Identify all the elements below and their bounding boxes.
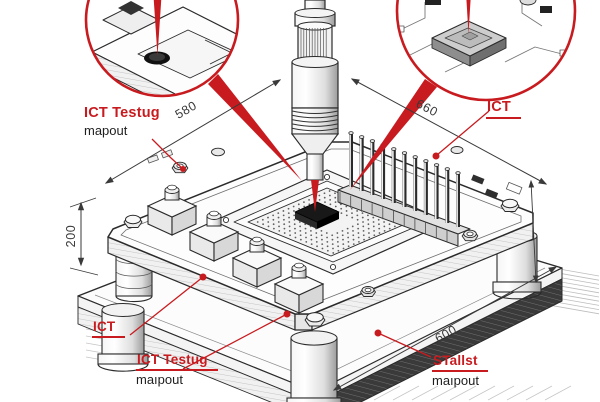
ribbed-rings <box>291 110 339 132</box>
dome-rivet <box>211 147 225 157</box>
label-ict-upper-right: ICT <box>486 98 521 120</box>
leader-dot <box>374 329 382 337</box>
magnified-needle <box>465 0 472 34</box>
label-subtitle: maıpout <box>432 373 479 389</box>
dut-chip <box>294 201 340 223</box>
label-subtitle: maıpout <box>136 372 183 388</box>
edge-clamps <box>146 184 325 314</box>
label-title: ICT <box>92 319 126 339</box>
test-probe <box>290 0 340 212</box>
label-leader-lines <box>129 110 490 370</box>
label-ict-lower-left: ICT <box>92 318 126 339</box>
detail-callout-right <box>395 0 577 102</box>
dome-rivet <box>450 146 464 154</box>
detail-callout-left <box>84 0 240 98</box>
label-subtitle: mapout <box>84 122 128 138</box>
dimension-200: 200 <box>64 224 78 248</box>
leader-dot <box>180 166 186 172</box>
dut-chip <box>295 212 317 229</box>
label-title: STallst <box>432 353 488 373</box>
label-stallst: STallst maıpout <box>432 352 488 389</box>
label-title: ICT Testug <box>136 352 218 372</box>
test-socket-pcb <box>211 169 449 275</box>
label-ict-testug-lower: ICT Testug maıpout <box>136 351 218 388</box>
label-title: ICT <box>486 99 521 120</box>
leader-dot <box>199 273 207 281</box>
label-ict-testug-upper: ICT Testug mapout <box>84 104 160 138</box>
callout-pointer-left <box>208 74 302 181</box>
magnified-needle <box>153 0 162 56</box>
dut-chip <box>317 212 339 229</box>
label-title: ICT Testug <box>84 105 160 121</box>
dimension-lines <box>69 78 558 391</box>
probe-needle-tip <box>311 180 319 212</box>
leader-dot <box>283 310 291 318</box>
leader-dot <box>432 152 440 160</box>
